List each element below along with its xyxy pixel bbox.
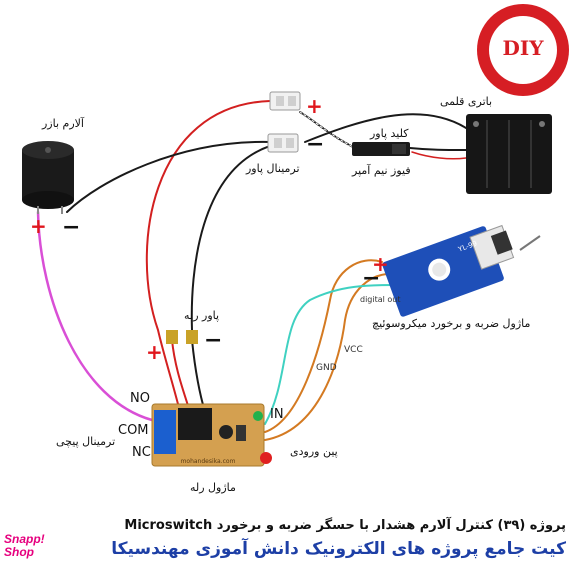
black-wire-terminal-to-buzzer: [66, 140, 271, 213]
label-buzzer: آلارم بازر: [42, 117, 84, 130]
plus-sign-buzzer: +: [30, 214, 47, 238]
label-digital-out: digital out: [360, 295, 401, 304]
label-com: COM: [118, 423, 149, 438]
orange-wire-vcc: [264, 273, 389, 441]
label-nc: NC: [132, 445, 151, 460]
relay-module: mohandesika.com: [151, 403, 272, 467]
power-terminal-bottom: [267, 133, 299, 153]
minus-sign-sensor: −: [362, 266, 381, 291]
snappshop-logo-line1: Snapp!: [4, 532, 45, 546]
label-relay-module: ماژول رله: [190, 481, 236, 494]
caption-kit-title: کیت جامع پروژه های الکترونیک دانش آموزی …: [111, 539, 566, 559]
caption-project-title: پروژه (۳۹) کنترل آلارم هشدار با حسگر ضرب…: [124, 518, 566, 533]
black-wire-battery-to-terminal: [304, 113, 467, 143]
red-wire-switch-to-battery: [411, 151, 467, 160]
relay-board-text: mohandesika.com: [181, 458, 236, 465]
snappshop-logo: Snapp! Shop: [4, 533, 60, 559]
label-input-pin: پین ورودی: [290, 445, 338, 458]
label-power-terminal: ترمینال پاور: [246, 162, 300, 175]
orange-wire-gnd: [264, 259, 383, 433]
minus-sign-buzzer: −: [62, 215, 81, 240]
diy-badge-logo: [477, 4, 569, 96]
label-relay-power: پاور رله: [184, 309, 220, 322]
label-screw-terminal: ترمینال پیچی: [56, 435, 116, 448]
plus-sign-relay-power: +: [146, 340, 163, 364]
power-terminal-top: [269, 91, 301, 111]
label-power-switch: کلید پاور: [370, 127, 409, 140]
label-no: NO: [130, 391, 150, 406]
plus-sign-sensor: +: [372, 252, 389, 276]
plus-sign-terminal: +: [306, 94, 323, 118]
teal-wire-digital-out: [264, 284, 397, 425]
red-wire-terminal-to-relay: [145, 100, 271, 421]
sensor-module: YL-99: [382, 224, 515, 317]
red-wire-relay-power-plus: [171, 339, 191, 413]
label-battery-holder: باتری قلمی: [440, 95, 493, 108]
label-in: IN: [270, 407, 284, 422]
label-fuse: فیوز نیم آمپر: [352, 164, 411, 177]
minus-sign-relay-power: −: [204, 328, 223, 353]
label-sensor-module: ماژول ضربه و برخورد میکروسوئیچ: [372, 317, 531, 330]
black-wire-switch-to-battery: [409, 147, 467, 151]
snappshop-logo-line2: Shop: [4, 545, 34, 559]
label-vcc: VCC: [344, 345, 363, 355]
power-switch: [352, 142, 410, 156]
minus-sign-terminal: −: [306, 132, 325, 157]
buzzer: [22, 141, 74, 214]
label-gnd: GND: [316, 363, 337, 373]
black-wire-terminal-to-relay-power: [190, 145, 271, 331]
battery-holder: [466, 114, 552, 194]
diy-logo-text: DIY: [502, 36, 544, 60]
magenta-wire-buzzer-to-no: [36, 210, 154, 422]
relay-power-header: [166, 330, 198, 344]
